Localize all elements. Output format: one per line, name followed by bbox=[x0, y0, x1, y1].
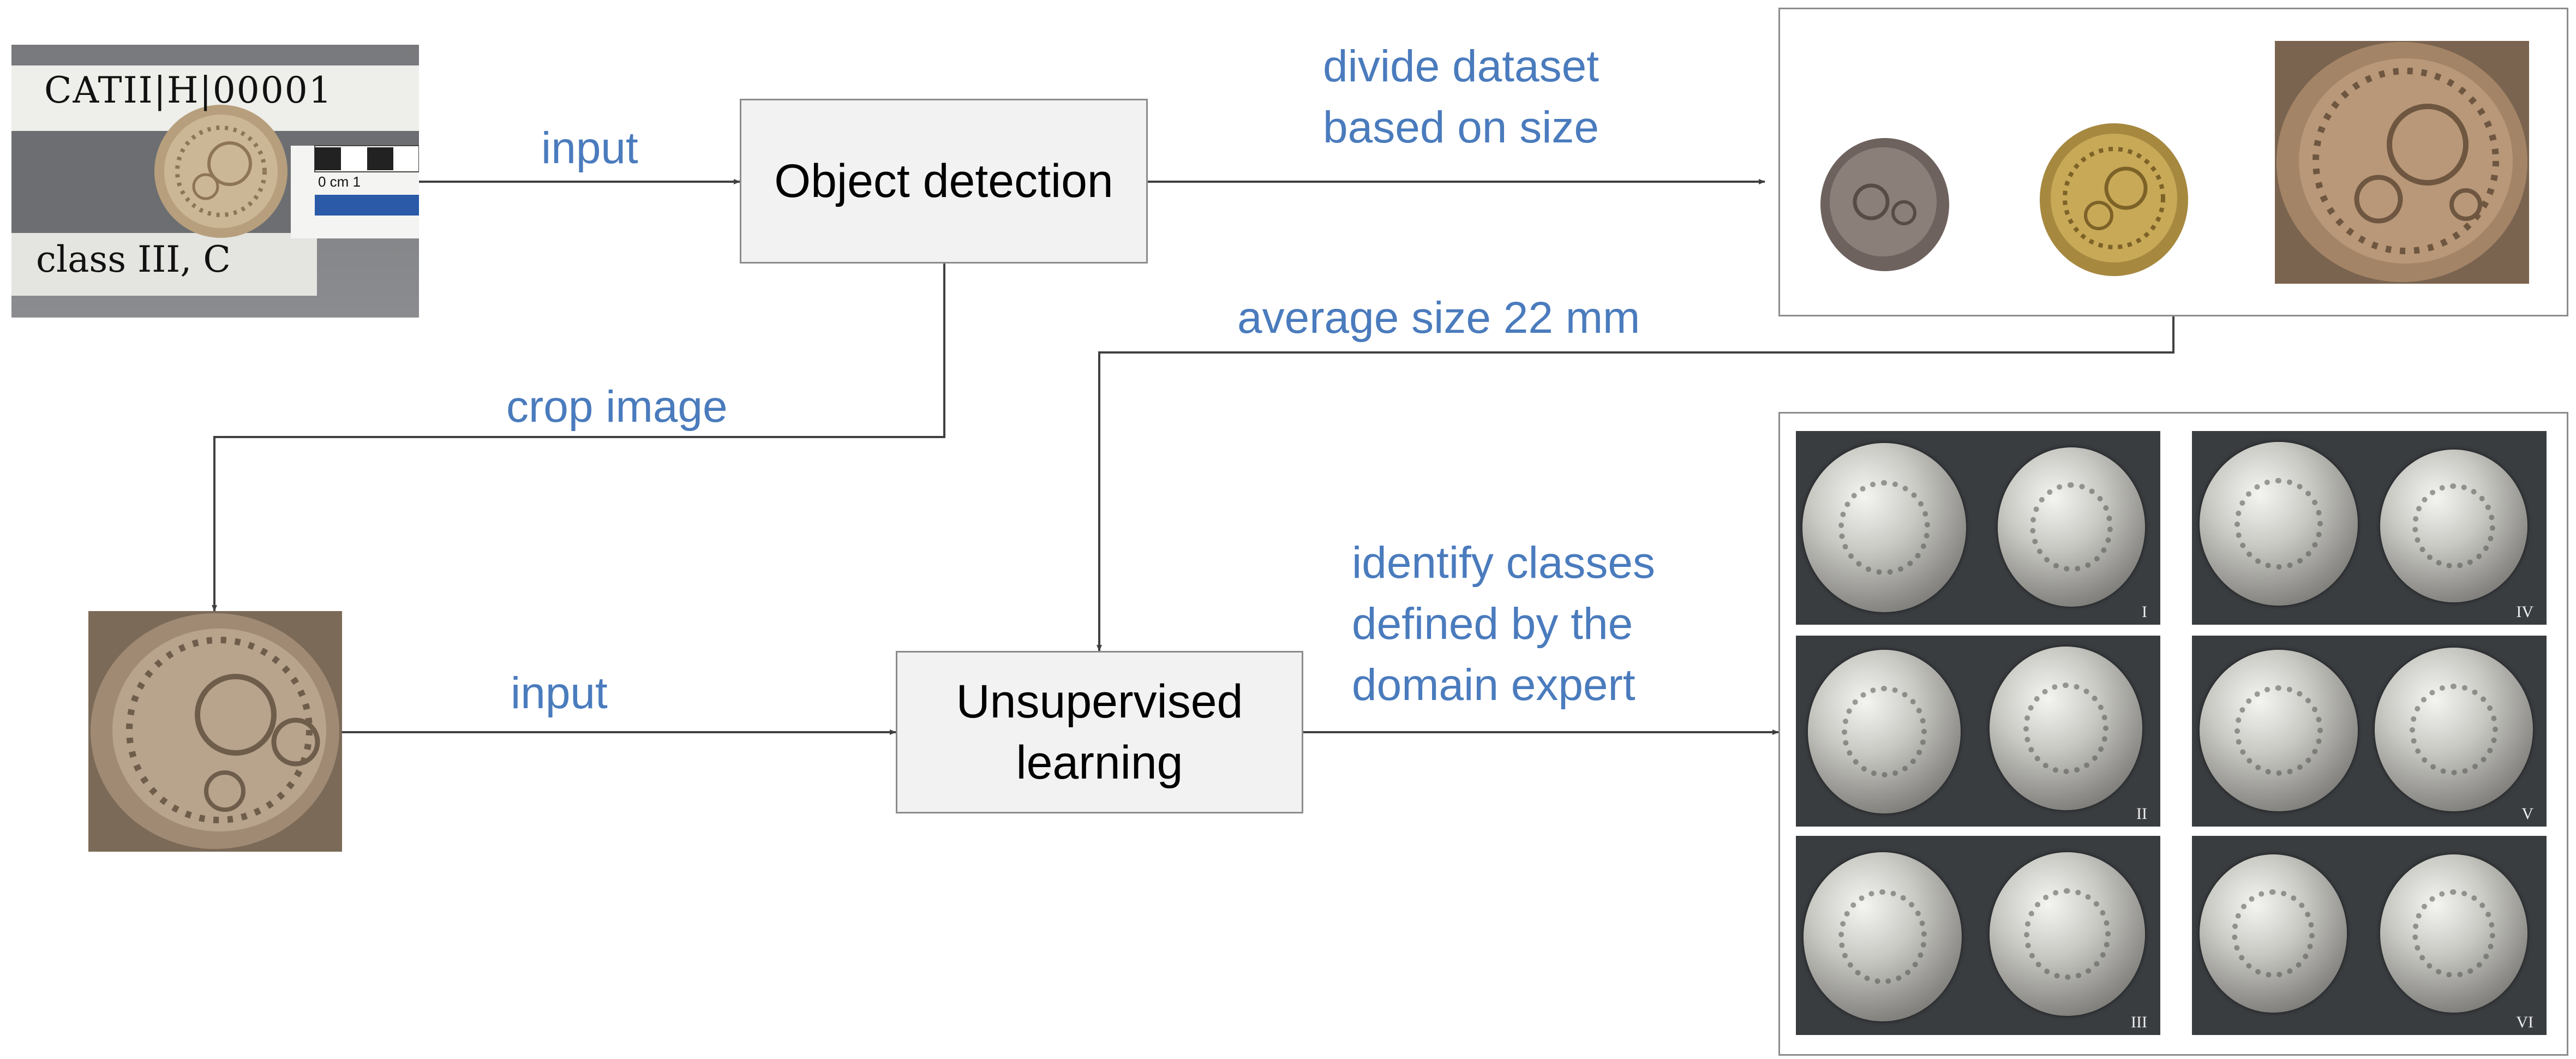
edge-label-divide-dataset: divide dataset based on size bbox=[1323, 36, 1599, 158]
coin-obverse bbox=[2200, 854, 2347, 1013]
arrow-detection-to-crop bbox=[212, 264, 945, 612]
edge-label-identify-classes: identify classes defined by the domain e… bbox=[1352, 533, 1655, 716]
class-numeral: I bbox=[2142, 603, 2147, 621]
identify-classes-line-1: identify classes bbox=[1352, 538, 1656, 588]
divide-dataset-line-2: based on size bbox=[1323, 103, 1599, 152]
coin-obverse bbox=[1804, 852, 1962, 1021]
class-panel: I bbox=[1796, 431, 2160, 625]
edge-label-average-size: average size 22 mm bbox=[1237, 293, 1640, 343]
object-detection-label: Object detection bbox=[774, 155, 1113, 207]
medium-coin-image bbox=[2039, 123, 2190, 277]
class-panel: III bbox=[1796, 836, 2160, 1035]
class-label-text: class III, C bbox=[36, 238, 231, 280]
scale-bar-text: 0 cm 1 bbox=[318, 173, 361, 190]
class-panel: II bbox=[1796, 636, 2160, 827]
edge-label-input-bottom: input bbox=[511, 668, 608, 718]
coin-obverse bbox=[2200, 650, 2358, 811]
coin-reverse bbox=[2380, 450, 2527, 602]
class-panel: VI bbox=[2192, 836, 2547, 1035]
edge-label-crop-image: crop image bbox=[506, 382, 728, 432]
coin-reverse bbox=[1990, 852, 2145, 1016]
object-detection-node: Object detection bbox=[740, 99, 1148, 264]
unsupervised-learning-node: Unsupervised learning bbox=[896, 651, 1303, 813]
coin-reverse bbox=[1990, 647, 2142, 810]
class-numeral: II bbox=[2136, 805, 2147, 823]
coin-obverse bbox=[2200, 442, 2358, 606]
coin-reverse bbox=[2375, 648, 2533, 811]
cropped-coin-image bbox=[88, 611, 342, 852]
unsupervised-learning-line-1: Unsupervised bbox=[956, 675, 1243, 728]
identify-classes-line-3: domain expert bbox=[1352, 660, 1636, 710]
coin-reverse bbox=[1998, 447, 2145, 607]
class-numeral: V bbox=[2521, 805, 2533, 823]
unsupervised-learning-line-2: learning bbox=[1016, 737, 1183, 789]
identify-classes-line-2: defined by the bbox=[1352, 599, 1633, 649]
edge-label-input-top: input bbox=[541, 123, 638, 173]
input-coin-photo: CATII|H|00001 class III, C 0 cm 1 bbox=[11, 45, 419, 318]
large-coin-image bbox=[2275, 41, 2529, 284]
coin-obverse bbox=[1802, 443, 1966, 612]
class-panel: IV bbox=[2192, 431, 2547, 625]
coin-reverse bbox=[2380, 854, 2527, 1013]
class-numeral: VI bbox=[2516, 1013, 2533, 1031]
small-coin-image bbox=[1817, 136, 1953, 273]
class-numeral: IV bbox=[2516, 603, 2533, 621]
arrow-sizes-to-learning bbox=[1097, 316, 2174, 651]
accession-label-text: CATII|H|00001 bbox=[44, 69, 333, 111]
class-panel: V bbox=[2192, 636, 2547, 827]
class-numeral: III bbox=[2131, 1013, 2147, 1031]
divide-dataset-line-1: divide dataset bbox=[1323, 41, 1599, 91]
coin-obverse bbox=[1808, 650, 1961, 813]
